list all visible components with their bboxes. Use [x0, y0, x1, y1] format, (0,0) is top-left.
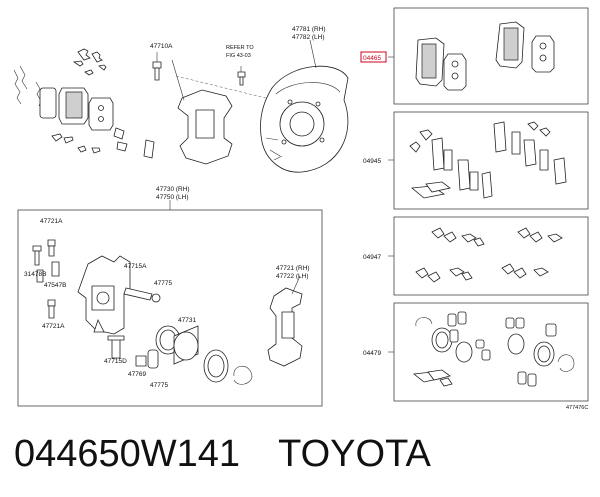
part-caption: 044650W141 TOYOTA: [14, 433, 431, 476]
caliper-bracket: [152, 52, 291, 165]
label-47730: 47730 (RH): [156, 186, 190, 193]
label-47715A: 47715A: [124, 263, 147, 270]
label-47715D: 47715D: [104, 358, 127, 365]
label-47710A: 47710A: [150, 43, 173, 50]
label-47547B: 47547B: [44, 282, 66, 289]
anti-squeal-kit-box: [393, 111, 589, 210]
part-number: 044650W141: [14, 433, 241, 475]
highlight-04465-box[interactable]: [360, 51, 387, 63]
label-47722: 47722 (LH): [276, 273, 309, 280]
cylinder-kit-parts: [388, 311, 575, 387]
label-04947: 04947: [363, 254, 381, 261]
label-04945: 04945: [363, 158, 381, 165]
brake-parts-diagram: 47710A REFER TO FIG 43-03 47781 (RH) 477…: [13, 7, 589, 411]
figure-id: 477476C: [566, 405, 588, 411]
label-04465[interactable]: 04465: [363, 55, 381, 62]
label-47775-bot: 47775: [150, 382, 168, 389]
label-47721A-top: 47721A: [40, 218, 63, 225]
label-47769: 47769: [128, 371, 146, 378]
label-31478B: 31478B: [24, 271, 46, 278]
label-47721: 47721 (RH): [276, 265, 310, 272]
pad-kit-box: [393, 7, 589, 105]
refer-bolt: [237, 66, 246, 86]
pad-parts-cluster: [13, 48, 155, 159]
label-47750: 47750 (LH): [156, 194, 189, 201]
label-04479: 04479: [363, 350, 381, 357]
label-refer-to: REFER TO: [226, 45, 254, 51]
label-47781: 47781 (RH): [292, 26, 326, 33]
brand-name: TOYOTA: [278, 433, 431, 475]
label-47731: 47731: [178, 317, 196, 324]
fitting-clips: [388, 227, 563, 283]
brake-pads: [388, 21, 555, 91]
caliper-assembly-parts: [32, 239, 303, 385]
label-47721A-bot: 47721A: [42, 323, 65, 330]
disc-dust-shield: [260, 39, 349, 173]
label-refer-fig: FIG 43-03: [226, 53, 251, 59]
anti-squeal-shims: [388, 121, 567, 199]
label-47775-top: 47775: [154, 280, 172, 287]
label-47782: 47782 (LH): [292, 34, 325, 41]
fitting-kit-box: [393, 216, 589, 296]
